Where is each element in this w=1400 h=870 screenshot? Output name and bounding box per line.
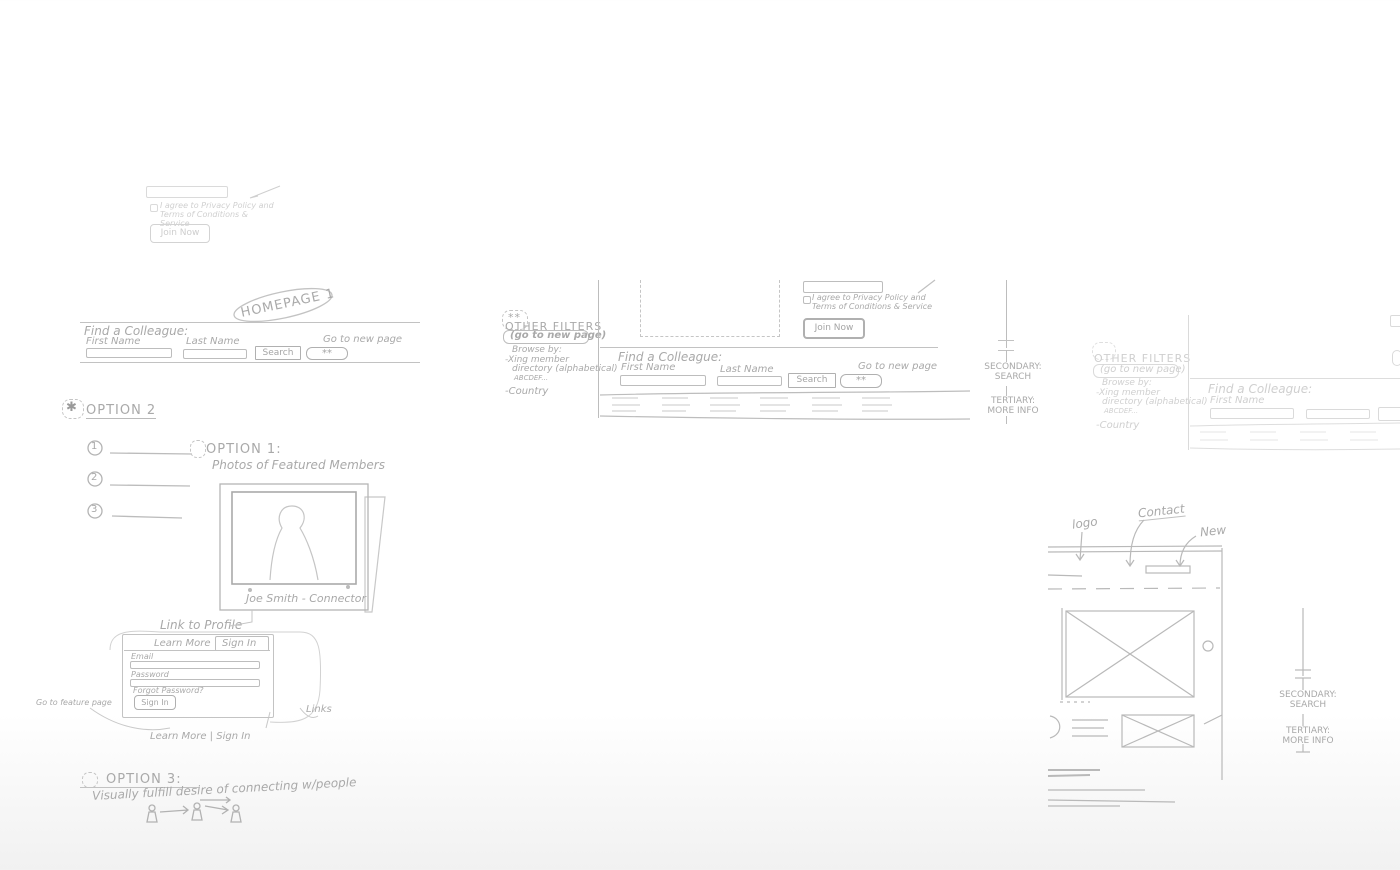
bottom-right-secondary-label: SECONDARY: SEARCH <box>1278 690 1338 710</box>
bottom-right-tertiary-label: TERTIARY: MORE INFO <box>1278 726 1338 746</box>
